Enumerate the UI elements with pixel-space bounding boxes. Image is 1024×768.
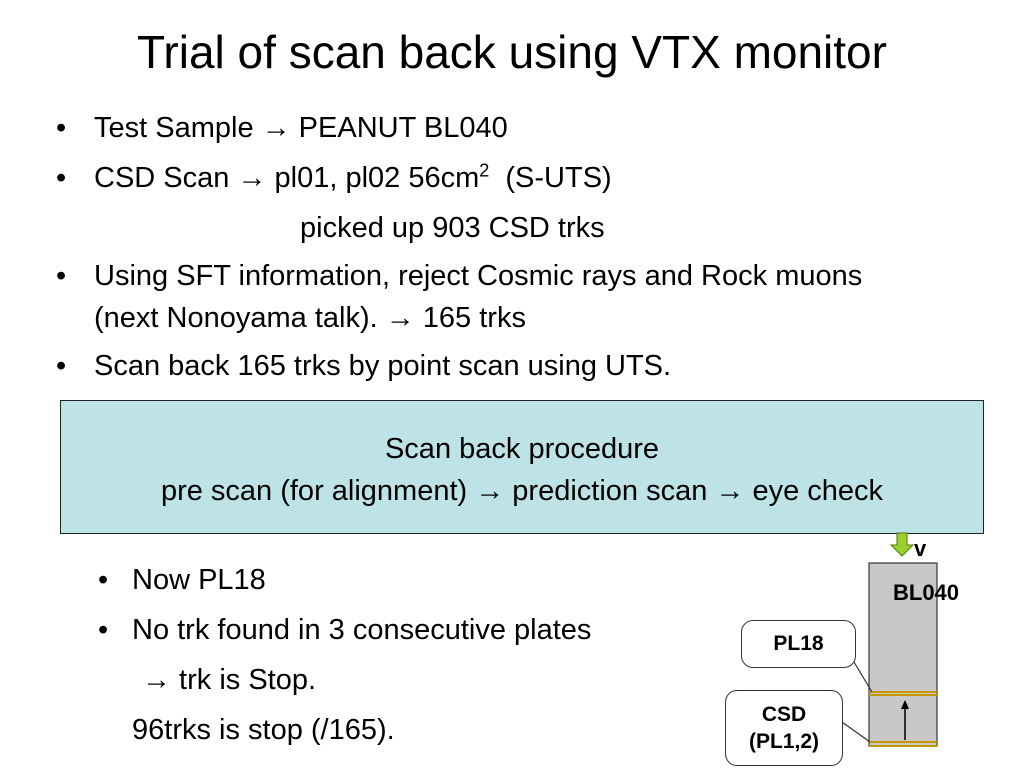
bullet-sft-line1: Using SFT information, reject Cosmic ray…	[94, 260, 863, 292]
bullet-no-trk-found: No trk found in 3 consecutive plates	[132, 614, 592, 646]
bullet-marker: •	[56, 112, 67, 144]
stop-count-line: 96trks is stop (/165).	[132, 714, 395, 746]
csd-picked-up-line: picked up 903 CSD trks	[300, 212, 605, 244]
csd-scan-text: CSD Scan → pl01, pl02 56cm	[94, 162, 480, 194]
procedure-title: Scan back procedure	[384, 433, 660, 465]
csd-scan-suffix: (S-UTS)	[489, 162, 612, 194]
procedure-box: Scan back procedure pre scan (for alignm…	[60, 400, 984, 534]
neutrino-beam-arrow-icon	[889, 532, 915, 557]
bullet-marker: •	[56, 350, 67, 382]
bullet-test-sample: Test Sample → PEANUT BL040	[94, 112, 508, 144]
callout-pl18: PL18	[741, 620, 856, 668]
slide-title: Trial of scan back using VTX monitor	[137, 26, 887, 78]
callout-csd-line1: CSD	[761, 703, 807, 726]
bullet-scan-back: Scan back 165 trks by point scan using U…	[94, 350, 672, 382]
bullet-csd-scan: CSD Scan → pl01, pl02 56cm2 (S-UTS)	[94, 160, 612, 196]
pl18-callout-pointer	[853, 661, 873, 693]
trk-is-stop-line: → trk is Stop.	[142, 664, 317, 696]
emulsion-stack	[868, 562, 938, 747]
stack-label-bl040: BL040	[893, 580, 960, 605]
bullet-marker: •	[98, 564, 109, 596]
bullet-now-pl18: Now PL18	[132, 564, 266, 596]
superscript-squared: 2	[479, 160, 490, 181]
procedure-steps: pre scan (for alignment) → prediction sc…	[160, 475, 884, 507]
neutrino-label: v	[914, 536, 927, 561]
track-arrow-head	[901, 700, 909, 709]
bullet-marker: •	[56, 260, 67, 292]
bullet-sft-line2: (next Nonoyama talk). → 165 trks	[94, 302, 526, 334]
callout-csd: CSD (PL1,2)	[725, 690, 843, 766]
csd-callout-pointer	[841, 721, 871, 743]
callout-csd-line2: (PL1,2)	[748, 730, 819, 753]
bullet-marker: •	[98, 614, 109, 646]
bullet-marker: •	[56, 162, 67, 194]
